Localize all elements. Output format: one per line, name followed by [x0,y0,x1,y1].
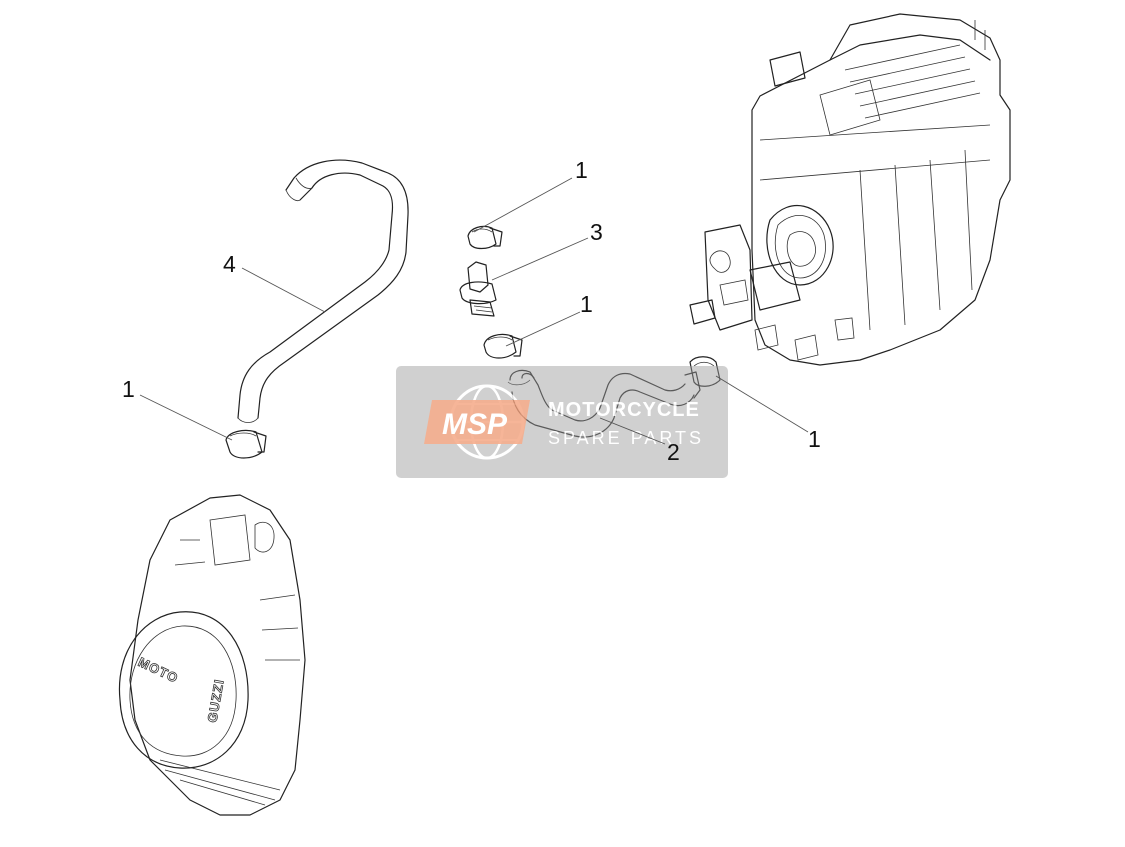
watermark: MSP MOTORCYCLE SPARE PARTS [396,366,728,478]
watermark-subtitle: SPARE PARTS [548,428,704,448]
hose-clamp-top [467,225,503,250]
callout-3: 3 [590,219,603,245]
engraving-guzzi: GUZZI [204,678,226,724]
leader-1d [715,375,809,433]
watermark-logo: MSP [442,408,508,441]
callout-1-top: 1 [575,157,588,183]
callout-1-right: 1 [808,426,821,452]
hose-clamp-bottom-left [225,429,267,459]
engraving-moto: MOTO [136,654,181,686]
leader-lines [139,177,809,445]
watermark-panel [396,366,728,478]
air-filter-box [689,13,1011,366]
leader-4 [241,267,326,313]
watermark-logo-badge [424,400,530,444]
callout-2: 2 [667,439,680,465]
breather-valve-3 [459,261,497,317]
callout-1-left: 1 [122,376,135,402]
hose-clamp-right [689,356,721,387]
callout-1-middle: 1 [580,291,593,317]
callout-4: 4 [223,251,236,277]
alternator-cover: MOTO GUZZI [118,494,306,816]
leader-1c [139,394,233,441]
leader-1a [473,177,573,233]
leader-1b [505,311,581,347]
leader-3 [491,237,589,281]
hose-clamp-middle [483,333,523,359]
breather-hose-4 [237,159,409,423]
callout-numbers: 1 3 4 1 1 2 1 [122,157,821,465]
watermark-title: MOTORCYCLE [548,399,700,421]
leader-2 [599,417,666,445]
